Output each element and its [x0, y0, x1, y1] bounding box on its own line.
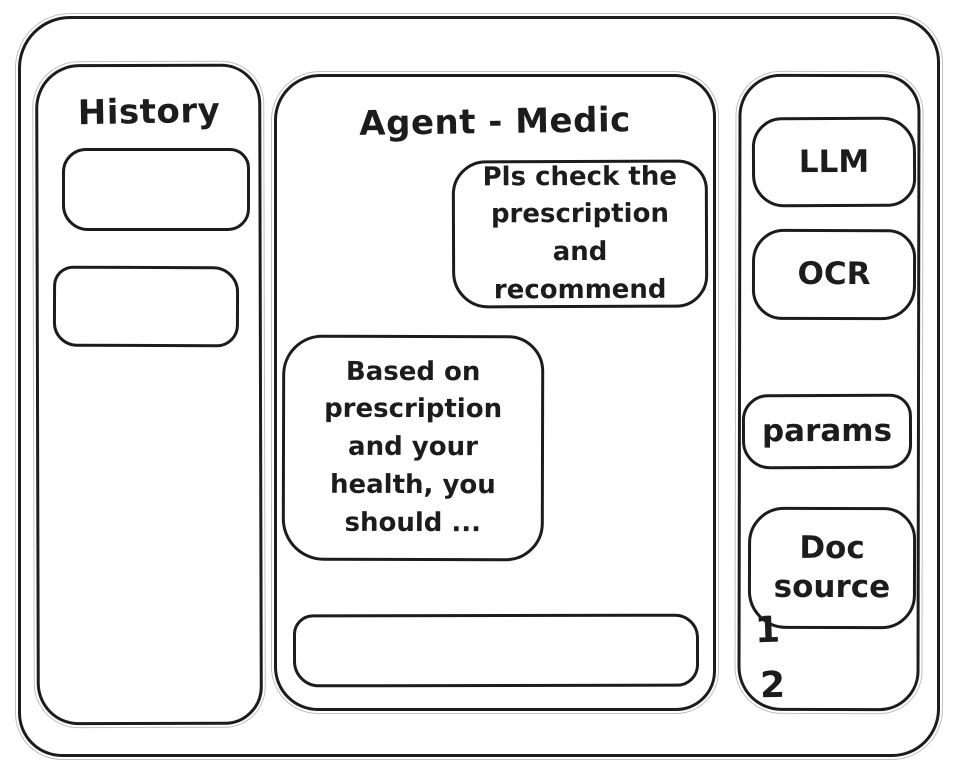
- ocr-button[interactable]: OCR: [751, 228, 917, 321]
- history-item[interactable]: [62, 148, 250, 231]
- params-button[interactable]: params: [741, 393, 913, 470]
- history-item[interactable]: [52, 265, 240, 348]
- history-title: History: [77, 90, 221, 134]
- llm-button[interactable]: LLM: [751, 116, 917, 208]
- chat-input[interactable]: [292, 613, 700, 688]
- user-message-bubble: Pls check the prescription and recommend: [451, 159, 709, 309]
- doc-source-item-2[interactable]: 2: [759, 664, 786, 707]
- doc-source-item-1[interactable]: 1: [754, 609, 781, 652]
- assistant-message-bubble: Based on prescription and your health, y…: [281, 334, 545, 562]
- chat-title: Agent - Medic: [358, 100, 632, 144]
